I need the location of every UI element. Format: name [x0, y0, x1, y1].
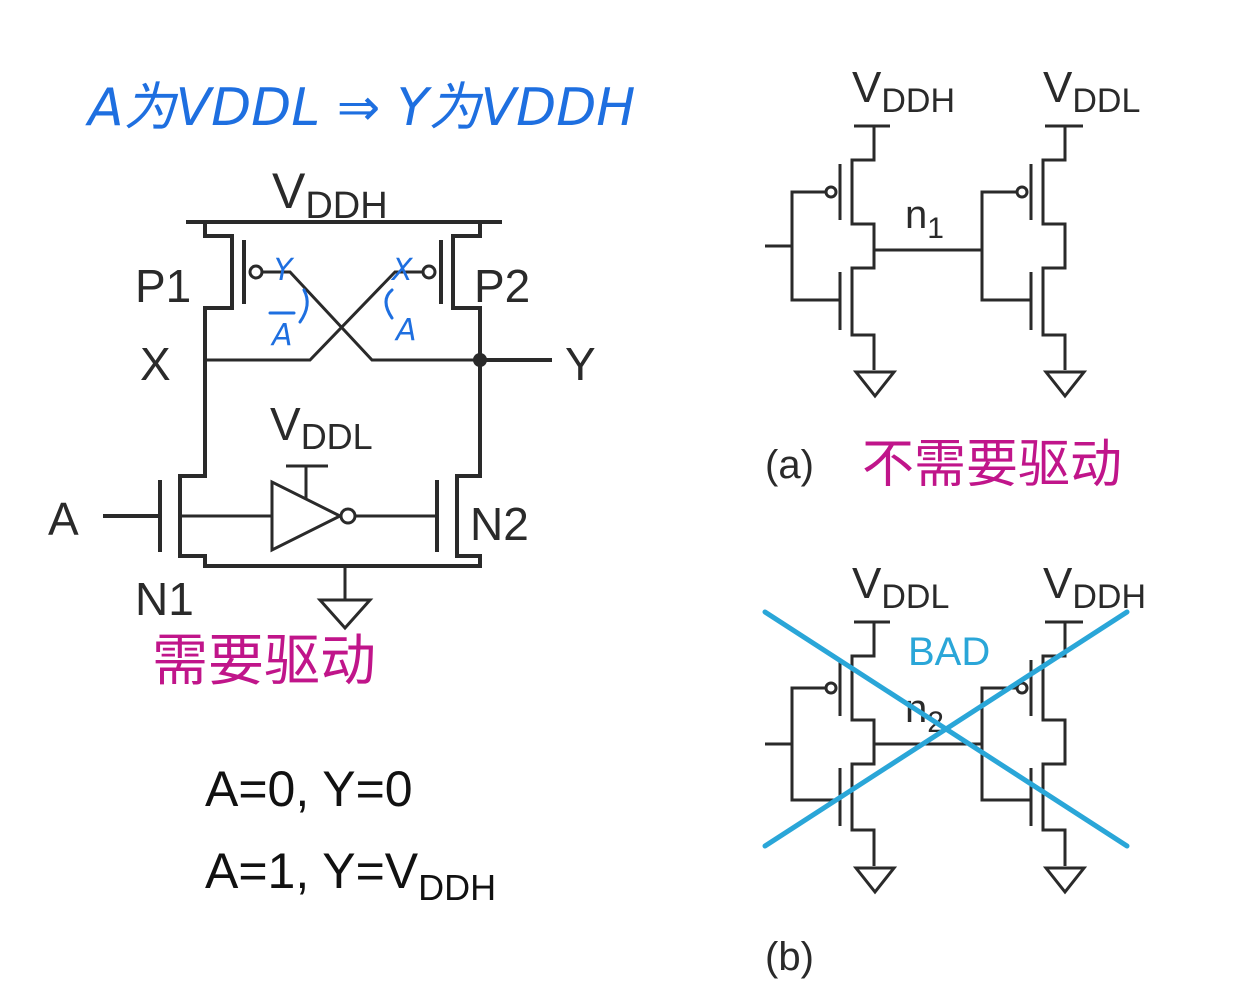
truth-row-a0: A=0, Y=0: [205, 761, 413, 817]
circuit-a-ground-1: [852, 370, 898, 399]
circuit-b-inv1-input: [765, 686, 840, 802]
bad-label: BAD: [908, 630, 990, 674]
circuit-a-inv2-input: [980, 190, 1031, 302]
inverter-bubble: [339, 507, 357, 525]
circuit-a-inv1-bubble: [824, 185, 838, 199]
circuit-a-inv2-bubble: [1015, 185, 1029, 199]
handwritten-arrow-right: [384, 288, 394, 320]
circuit-b-inv2-input: [980, 686, 1031, 802]
n2-label: N2: [470, 498, 529, 550]
circuit-a-inv2-transistors: [1041, 124, 1083, 370]
p2-label: P2: [474, 260, 530, 312]
circuit-b-inv1-transistors: [850, 620, 890, 866]
p1-transistor-body: [203, 220, 234, 362]
handwritten-needs-drive: 需要驱动: [152, 629, 376, 694]
bad-cross-line-2: [762, 609, 1130, 849]
n2-transistor-body: [455, 474, 482, 568]
a-input-label: A: [48, 493, 79, 545]
p1-gate-bubble: [248, 264, 264, 280]
handwritten-x-mark: X: [390, 253, 414, 288]
p2-transistor-body: [451, 220, 482, 362]
handwritten-a-bar-mark: A: [270, 318, 293, 353]
circuit-a-vddh-label: VDDH: [852, 63, 955, 120]
circuit-a-inv1-input: [765, 190, 840, 302]
circuit-b-inv1-bubble: [824, 681, 838, 695]
vddl-supply-label: VDDL: [270, 398, 373, 457]
circuit-a-node-label: n1: [905, 193, 944, 245]
circuit-b: VDDL VDDH n2 (b): [765, 559, 1146, 979]
vddh-supply-label: VDDH: [272, 163, 388, 227]
circuit-a-ground-2: [1042, 370, 1088, 399]
circuit-b-ground-1: [852, 866, 898, 895]
handwritten-note-vddl-implies-vddh: A为VDDL ⇒ Y为VDDH: [85, 78, 635, 138]
x-node-label: X: [140, 338, 171, 390]
y-output-label: Y: [565, 338, 596, 390]
level-shifter-circuit: VDDH VDDL: [48, 163, 596, 631]
circuit-b-vddh-label: VDDH: [1043, 559, 1146, 616]
circuit-a: VDDH VDDL n1 (a): [765, 63, 1140, 487]
p2-gate-bubble: [421, 264, 437, 280]
circuit-b-vddl-label: VDDL: [852, 559, 949, 616]
cross-wire-p1-gate-to-y: [262, 270, 480, 362]
circuit-b-ground-2: [1042, 866, 1088, 895]
handwritten-arrow-left: [298, 288, 309, 324]
p1-label: P1: [135, 260, 191, 312]
circuit-a-inv1-transistors: [850, 124, 890, 370]
handwritten-y-mark: Y: [274, 253, 295, 288]
n1-label: N1: [135, 573, 194, 625]
truth-row-a1: A=1, Y=VDDH: [205, 843, 496, 908]
circuit-a-caption: (a): [765, 443, 814, 487]
cross-wire-p2-gate-to-x: [205, 270, 423, 362]
n1-transistor-body: [178, 474, 207, 568]
circuit-b-caption: (b): [765, 935, 814, 979]
handwritten-a-mark: A: [394, 313, 417, 348]
handwritten-no-drive: 不需要驱动: [862, 435, 1122, 495]
circuit-b-inv2-transistors: [1041, 620, 1083, 866]
ground-symbol: [316, 598, 374, 631]
circuit-a-vddl-label: VDDL: [1043, 63, 1140, 120]
